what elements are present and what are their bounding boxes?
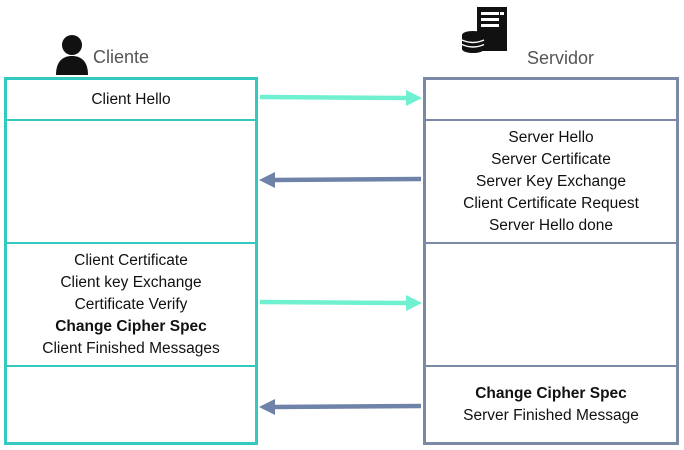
server-change-cipher-text: Change Cipher Spec: [475, 384, 627, 402]
server-finished-text: Server Finished Message: [463, 406, 639, 424]
client-hello-cell: Client Hello: [7, 80, 255, 120]
arrow-client-hello: [259, 90, 422, 106]
server-divider-1: [426, 119, 676, 121]
server-label: Servidor: [527, 48, 595, 68]
server-certificate-text: Server Certificate: [491, 150, 611, 168]
client-label: Cliente: [93, 47, 150, 67]
client-key-exchange-cell: Client Certificate Client key Exchange C…: [7, 244, 255, 365]
client-finished-text: Client Finished Messages: [42, 339, 220, 357]
client-divider-2: [7, 242, 255, 244]
client-column: Client Hello Client Certificate Client k…: [4, 77, 258, 445]
client-certificate-text: Client Certificate: [74, 251, 188, 269]
client-change-cipher-text: Change Cipher Spec: [55, 317, 207, 335]
server-hello-text: Server Hello: [508, 128, 594, 146]
server-hello-done-text: Server Hello done: [488, 216, 614, 234]
arrow-server-finished: [259, 399, 422, 415]
client-key-exchange-text: Client key Exchange: [60, 273, 202, 291]
client-divider-1: [7, 119, 255, 121]
arrow-client-finished: [259, 295, 422, 311]
server-divider-2: [426, 242, 676, 244]
server-icon: [461, 7, 507, 53]
server-cert-request-text: Client Certificate Request: [463, 194, 639, 212]
arrow-server-hello: [259, 172, 422, 188]
server-finished-cell: Change Cipher Spec Server Finished Messa…: [426, 367, 676, 442]
server-hello-cell: Server Hello Server Certificate Server K…: [426, 121, 676, 242]
person-icon: [56, 35, 88, 75]
client-hello-text: Client Hello: [91, 91, 171, 108]
client-divider-3: [7, 365, 255, 367]
server-divider-3: [426, 365, 676, 367]
client-cert-verify-text: Certificate Verify: [74, 295, 188, 313]
server-key-exchange-text: Server Key Exchange: [476, 172, 626, 190]
server-column: Server Hello Server Certificate Server K…: [423, 77, 679, 445]
